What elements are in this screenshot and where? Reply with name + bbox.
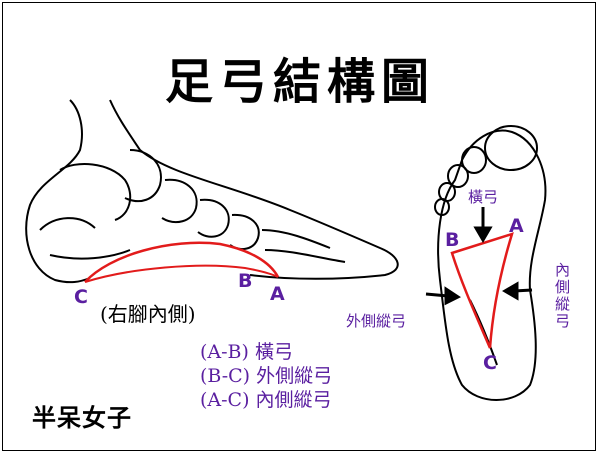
sole-point-a: A: [509, 215, 524, 237]
annotation-arrows: [425, 207, 533, 306]
legend-item-lateral: (B-C) 外側縱弓: [200, 365, 333, 387]
side-foot-drawing: [25, 99, 399, 284]
brand-logo: 半呆女子: [32, 404, 132, 432]
side-arch-curve-lower: [84, 264, 279, 283]
sole-point-c: C: [483, 352, 497, 374]
arch-legend: (A-B) 橫弓 (B-C) 外側縱弓 (A-C) 內側縱弓: [200, 340, 332, 412]
transverse-arch-label: 橫弓: [468, 188, 499, 206]
side-point-b: B: [238, 270, 253, 292]
legend-item-medial: (A-C) 內側縱弓: [200, 389, 332, 411]
side-arch-curve: [84, 241, 280, 283]
side-caption: (右腳內側): [100, 302, 196, 326]
sole-point-b: B: [445, 229, 460, 251]
side-point-a: A: [270, 283, 285, 305]
legend-item-transverse: (A-B) 橫弓: [200, 341, 293, 363]
page-title: 足弓結構圖: [164, 54, 435, 110]
side-point-c: C: [74, 286, 88, 308]
lateral-arch-label: 外側縱弓: [346, 312, 407, 330]
sole-arch-triangle: [450, 232, 514, 349]
medial-arch-label: 內側縱弓: [553, 262, 571, 330]
image-frame: [2, 2, 596, 451]
